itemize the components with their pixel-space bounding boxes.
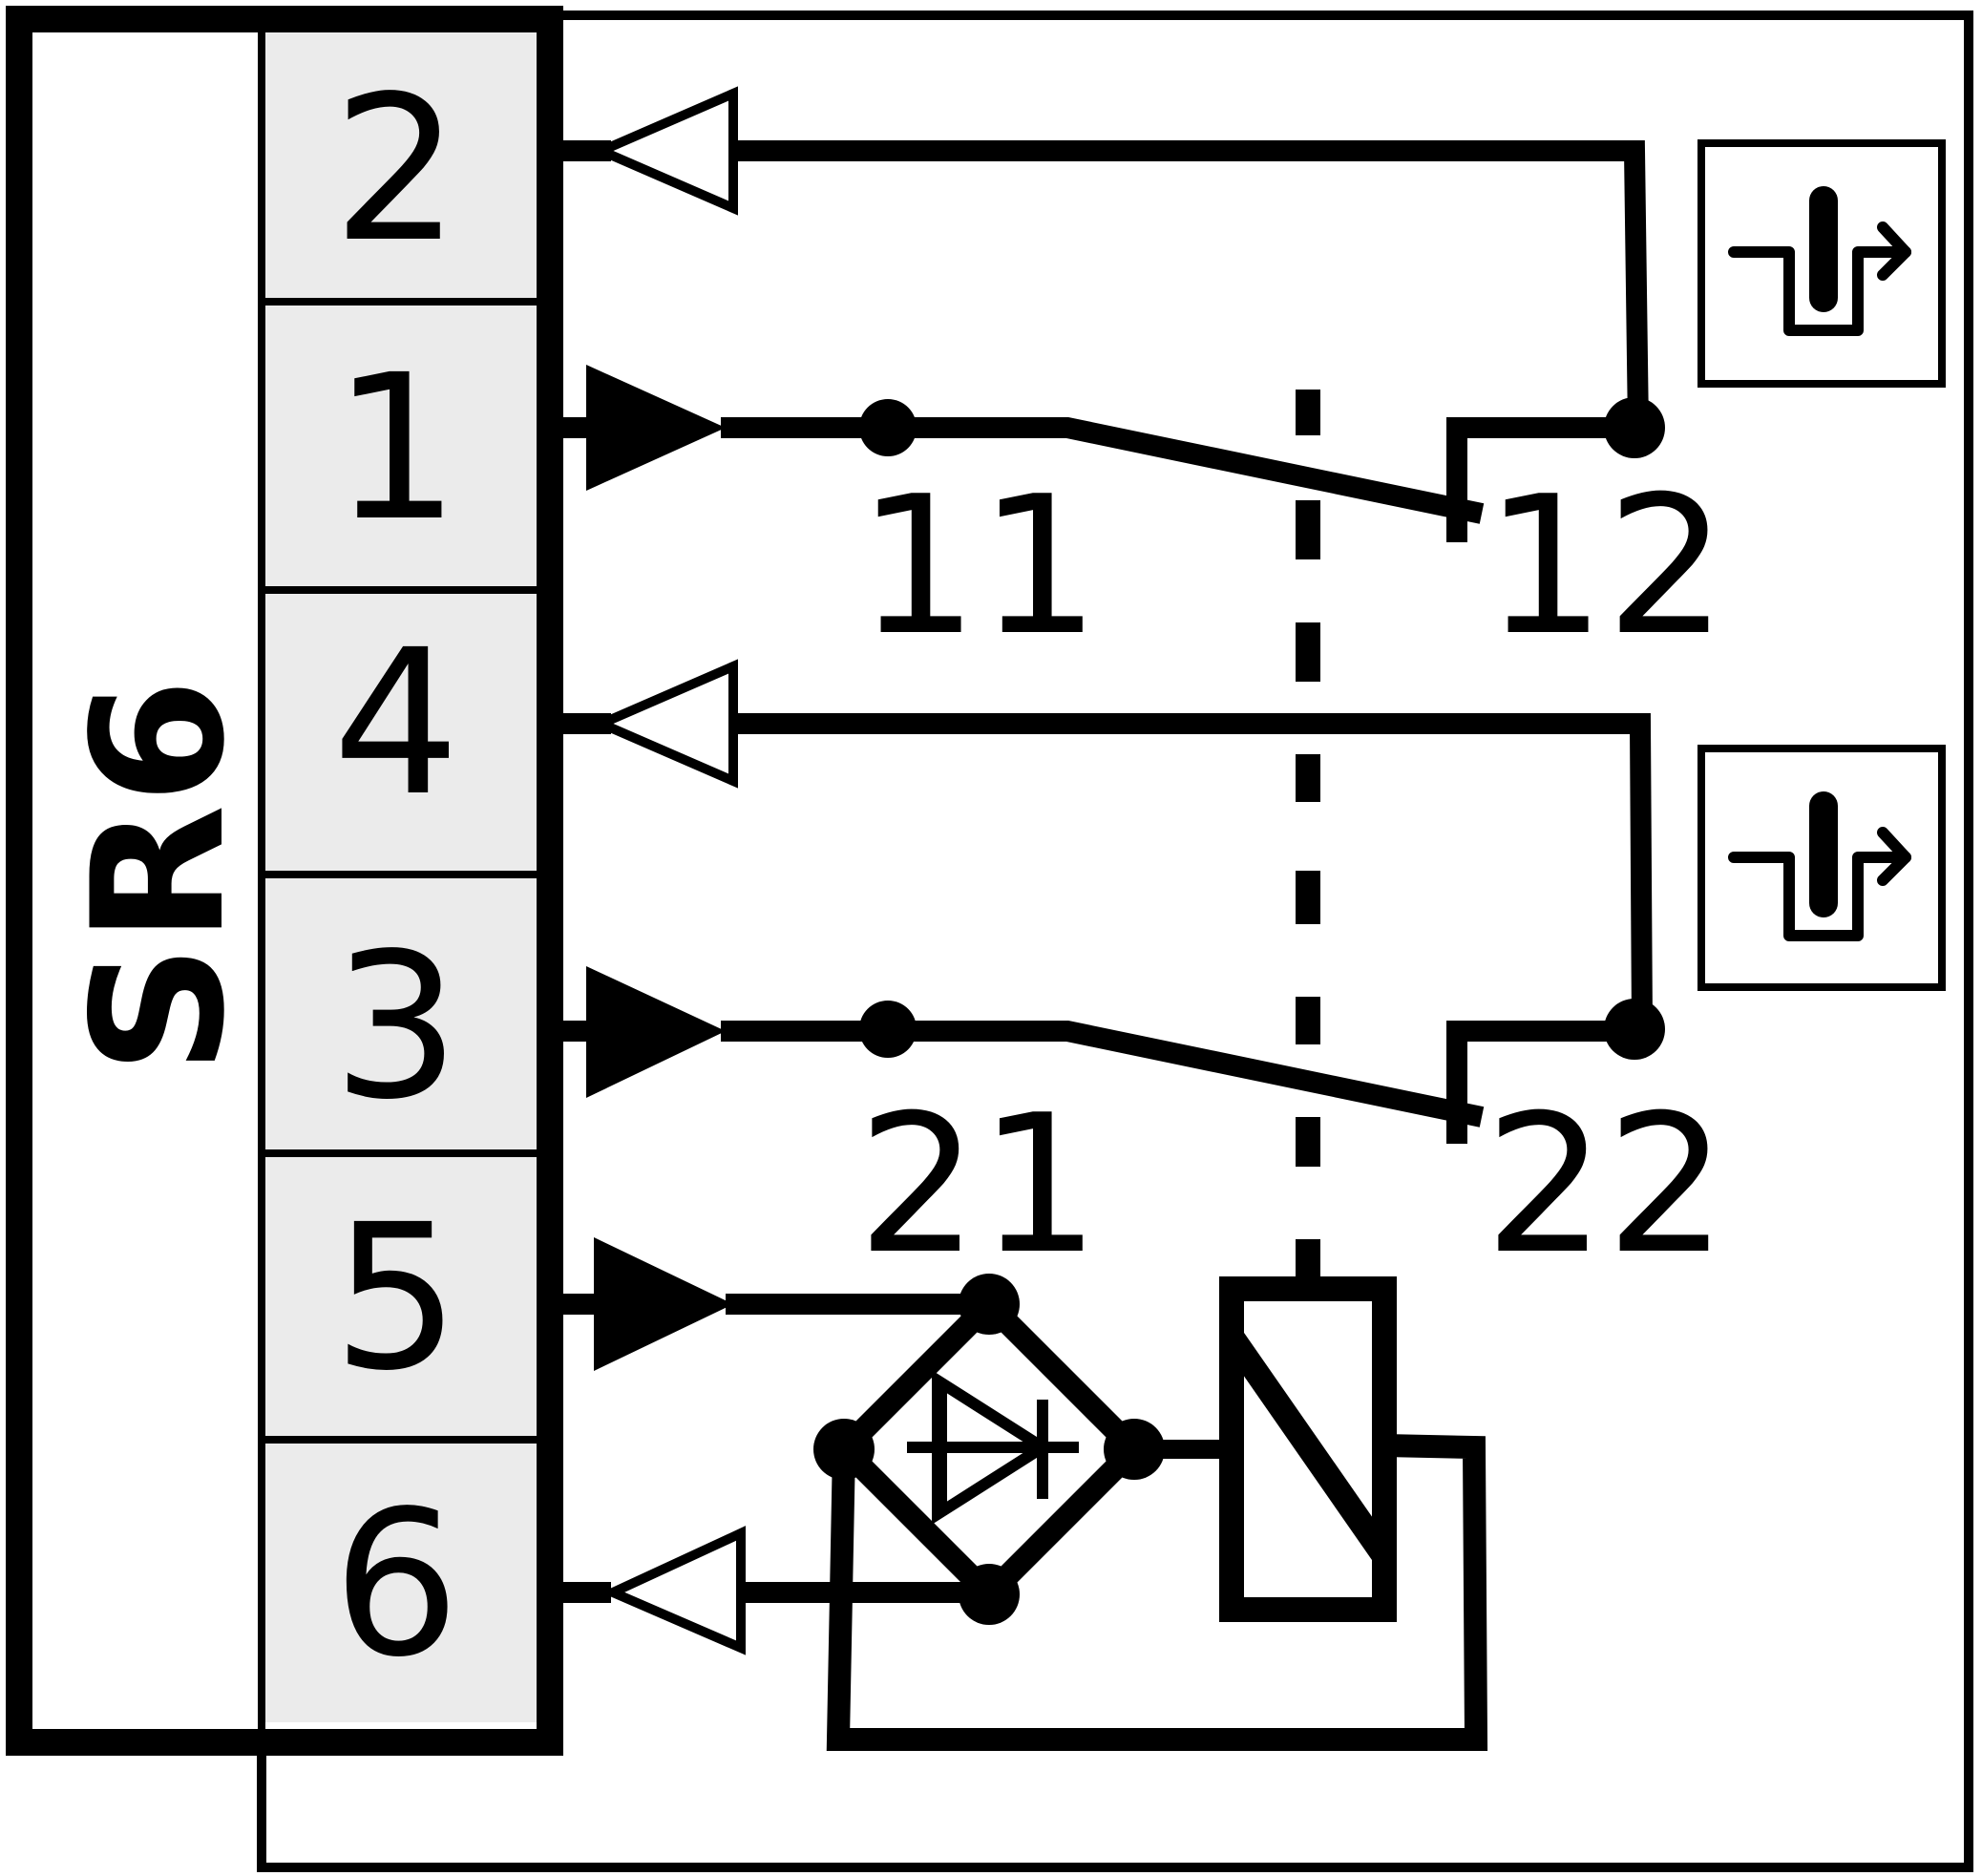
terminal-label-2: 2 xyxy=(332,53,460,286)
terminal-1-arrow xyxy=(586,365,726,491)
terminal-label-4: 4 xyxy=(332,606,460,840)
contact-circuit-2 xyxy=(559,659,1665,1144)
connector-block xyxy=(6,6,563,1756)
terminal-3-arrow xyxy=(586,966,726,1098)
relay-coil-icon xyxy=(1219,1274,1397,1622)
housing-frame xyxy=(257,11,1973,1872)
bridge-rectifier-icon xyxy=(813,1274,1165,1625)
terminal-label-6: 6 xyxy=(332,1467,460,1701)
terminal-5-arrow xyxy=(594,1237,733,1371)
contact-label-22: 22 xyxy=(1485,1074,1728,1296)
terminal-4-arrow xyxy=(589,659,738,789)
pushbutton-symbol-icon xyxy=(1697,745,1946,991)
coil-circuit xyxy=(559,1237,1488,1751)
device-label: SR6 xyxy=(53,678,264,1074)
contact-label-21: 21 xyxy=(857,1074,1101,1296)
terminal-label-3: 3 xyxy=(332,910,460,1144)
pushbutton-symbol-icon xyxy=(1697,139,1946,388)
contact-label-11: 11 xyxy=(857,455,1101,678)
contact-label-12: 12 xyxy=(1485,455,1728,678)
terminal-2-arrow xyxy=(589,86,738,216)
terminal-label-1: 1 xyxy=(332,331,460,565)
terminal-labels: 2 1 4 3 5 6 xyxy=(332,53,460,1701)
contact-circuit-1 xyxy=(559,86,1665,542)
terminal-label-5: 5 xyxy=(332,1181,460,1415)
terminal-6-arrow xyxy=(601,1526,746,1655)
